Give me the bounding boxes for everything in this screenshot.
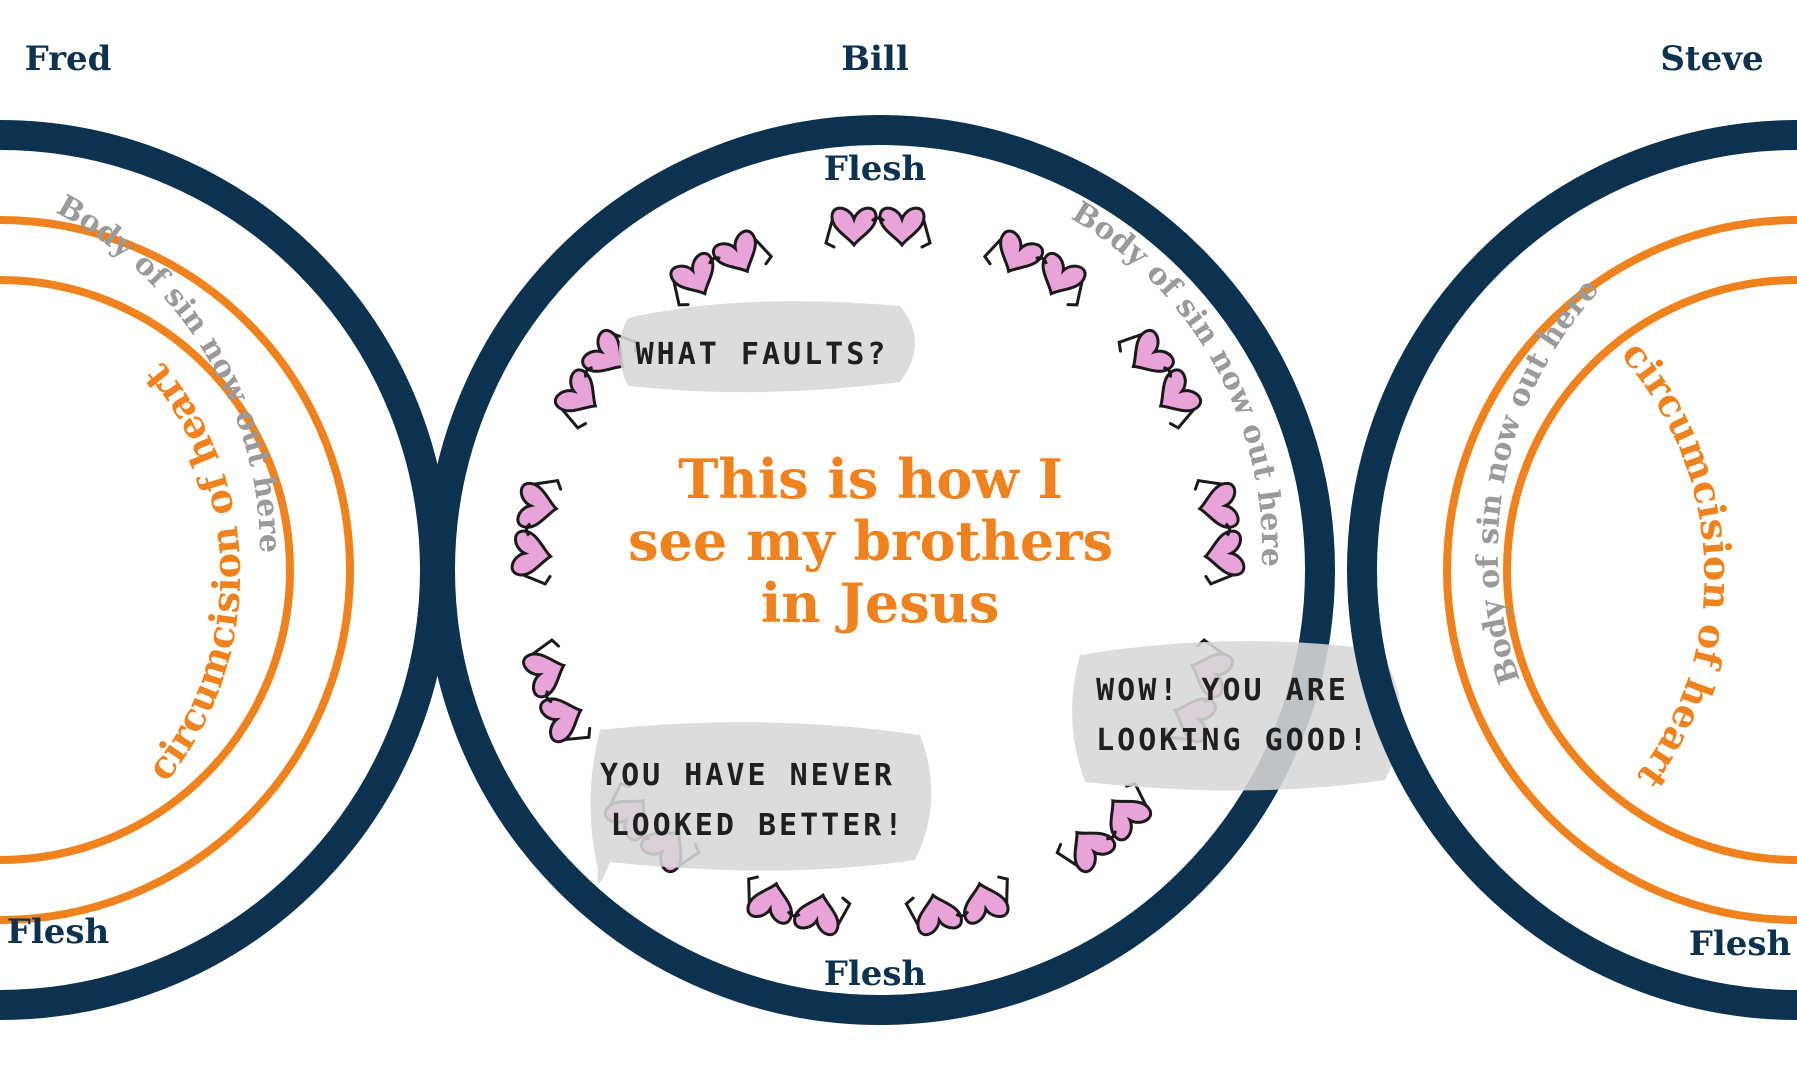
- flesh-ring-bill: [425, 115, 1335, 1025]
- heart-glasses-icon: [824, 206, 932, 249]
- speech-bubble-bg: [1072, 641, 1402, 791]
- flesh-label-fred: Flesh: [7, 912, 110, 952]
- speech-bubble-never-looked-better: YOU HAVE NEVER LOOKED BETTER!: [590, 722, 932, 884]
- flesh-ring-steve: [1347, 120, 1797, 1020]
- heart-glasses-icon: [904, 875, 1010, 937]
- heart-ring-inner-steve: [1503, 276, 1797, 864]
- circumcision-label-steve: circumcision of heart: [1613, 332, 1740, 798]
- speech-bubble-text: WOW! YOU ARE LOOKING GOOD!: [1096, 673, 1370, 758]
- heart-glasses-icon: [1055, 781, 1153, 874]
- speech-bubble-bg: [590, 722, 932, 884]
- center-message-line-3: in Jesus: [761, 571, 1000, 635]
- person-fred: Fred Body of sin now out here circumcisi…: [0, 39, 450, 1020]
- heart-glasses-icon: [522, 638, 592, 744]
- flesh-label-bottom-bill: Flesh: [824, 954, 927, 994]
- speech-bubble-bg: [619, 301, 915, 393]
- person-bill: Bill Flesh Flesh Body of sin now out her…: [425, 39, 1402, 1025]
- center-message-line-2: see my brothers: [628, 509, 1113, 573]
- person-steve: Steve Body of sin now out here circumcis…: [1347, 39, 1797, 1020]
- heart-glasses-icon: [746, 875, 852, 937]
- heart-ring-outer-fred: [0, 216, 354, 924]
- heart-ring-inner-fred: [0, 276, 294, 864]
- name-bill: Bill: [841, 39, 909, 79]
- speech-bubble-text: WHAT FAULTS?: [636, 337, 889, 372]
- center-message-line-1: This is how I: [678, 447, 1063, 511]
- heart-glasses-icon: [982, 229, 1087, 307]
- name-steve: Steve: [1660, 39, 1763, 79]
- center-message: This is how I see my brothers in Jesus: [628, 447, 1132, 635]
- heart-glasses-icon: [1117, 329, 1203, 430]
- speech-bubble-text: YOU HAVE NEVER LOOKED BETTER!: [600, 758, 916, 843]
- heart-glasses-icon: [510, 479, 563, 586]
- heart-glasses-icon: [1193, 479, 1246, 586]
- speech-bubble-looking-good: WOW! YOU ARE LOOKING GOOD!: [1072, 641, 1402, 791]
- body-of-sin-label-steve: Body of sin now out here: [1471, 272, 1606, 688]
- heart-ring-outer-steve: [1443, 216, 1797, 924]
- name-fred: Fred: [25, 39, 112, 79]
- flesh-label-steve: Flesh: [1689, 924, 1792, 964]
- speech-bubble-what-faults: WHAT FAULTS?: [619, 301, 915, 393]
- flesh-label-top-bill: Flesh: [824, 149, 927, 189]
- heart-glasses-icon: [669, 229, 774, 307]
